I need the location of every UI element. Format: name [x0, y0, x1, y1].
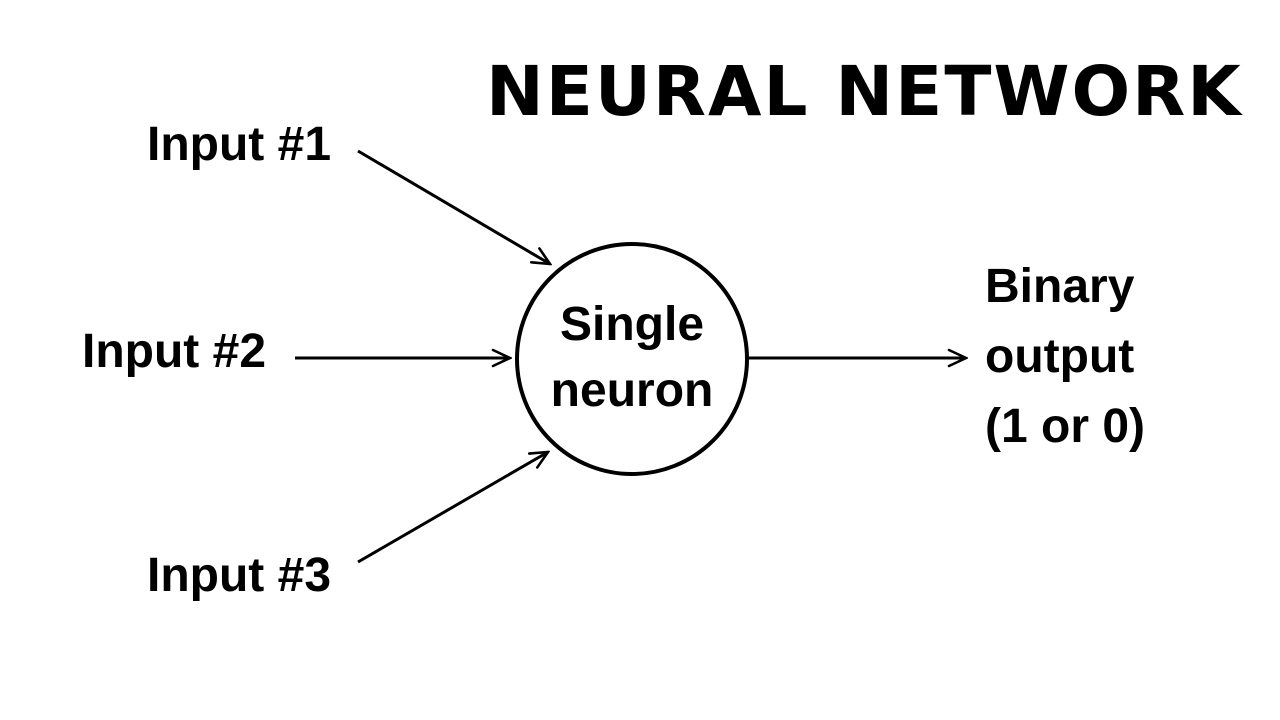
- output-label-line-2: output: [985, 330, 1135, 384]
- page-title: NEURAL NETWORK: [486, 52, 1243, 132]
- input-label-1: Input #1: [147, 118, 332, 171]
- input-arrow-1: [357, 149, 550, 264]
- input-arrow-3: [357, 452, 548, 564]
- output-label-line-3: (1 or 0): [985, 400, 1146, 454]
- neuron-circle: [515, 242, 749, 476]
- input-label-3: Input #3: [147, 549, 332, 602]
- neuron-label-line-1: Single: [559, 297, 705, 351]
- neuron-node-label: Single neuron: [517, 243, 747, 473]
- neuron-label-line-2: neuron: [550, 364, 714, 417]
- input-label-2: Input #2: [82, 325, 267, 378]
- output-label-line-1: Binary: [985, 260, 1135, 313]
- output-label: Binary output (1 or 0): [985, 252, 1145, 462]
